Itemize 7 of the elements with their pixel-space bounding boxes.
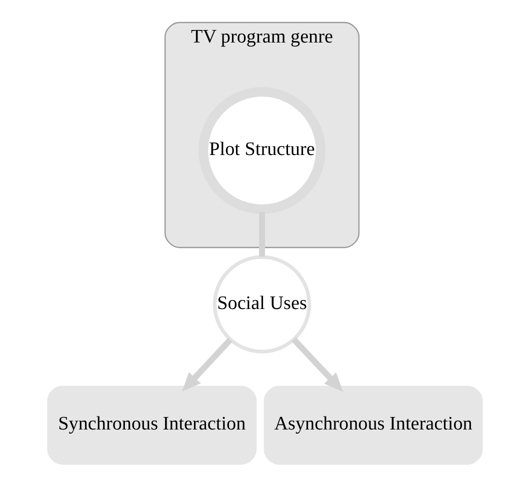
node-circle: Plot Structure — [198, 87, 325, 214]
node-circle: Social Uses — [212, 255, 311, 354]
arrow — [182, 338, 232, 392]
connector — [258, 212, 264, 257]
node-box: Asynchronous Interaction — [263, 386, 482, 465]
arrow — [291, 337, 342, 392]
node-box: Synchronous Interaction — [46, 386, 256, 465]
